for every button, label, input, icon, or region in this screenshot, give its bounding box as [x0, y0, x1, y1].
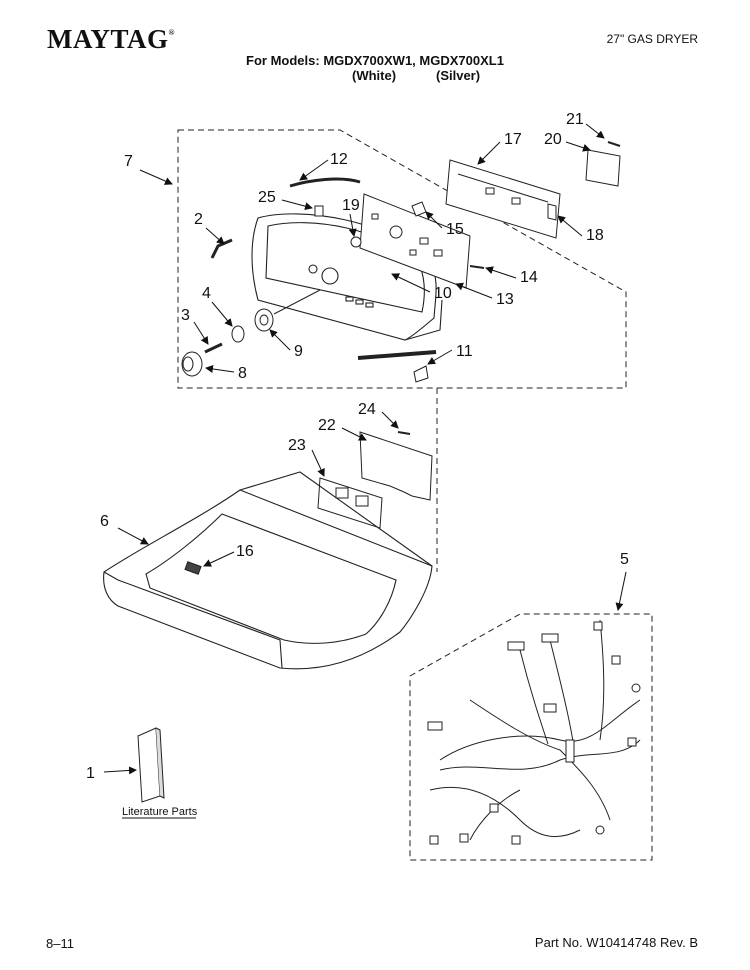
callout-19: 19 — [342, 197, 360, 214]
callout-15: 15 — [446, 221, 464, 238]
callout-25: 25 — [258, 189, 276, 206]
part-25-tab — [314, 205, 324, 217]
callout-21: 21 — [566, 111, 584, 128]
page-number: 8–11 — [46, 936, 74, 951]
part-24-screw — [397, 431, 411, 435]
models-line: For Models: MGDX700XW1, MGDX700XL1 — [246, 53, 504, 68]
callout-1: 1 — [86, 765, 95, 782]
part-11-trim — [357, 350, 437, 360]
callout-13: 13 — [496, 291, 514, 308]
part-18-bracket — [547, 203, 557, 221]
part-21-screw — [607, 141, 621, 147]
part-12-harness — [289, 177, 361, 188]
brand-name: MAYTAG — [47, 24, 169, 54]
callout-8: 8 — [238, 365, 247, 382]
callout-16: 16 — [236, 543, 254, 560]
callout-10: 10 — [434, 285, 452, 302]
callout-2: 2 — [194, 211, 203, 228]
callout-17: 17 — [504, 131, 522, 148]
knob-assembly — [181, 289, 321, 377]
callout-14: 14 — [520, 269, 538, 286]
rear-console — [445, 159, 561, 239]
callout-24: 24 — [358, 401, 376, 418]
part-11-clip — [413, 365, 429, 383]
console-assembly-boundary — [177, 129, 627, 389]
callout-22: 22 — [318, 417, 336, 434]
callout-labels: 1 2 3 4 5 6 7 8 9 10 11 12 13 14 15 16 1… — [86, 111, 629, 782]
brand-logo: MAYTAG® — [47, 24, 175, 55]
callout-6: 6 — [100, 513, 109, 530]
registered-mark: ® — [168, 28, 175, 37]
color-white: (White) — [352, 68, 397, 83]
part-19-disc — [350, 236, 362, 248]
literature-booklet — [137, 727, 165, 803]
callout-7: 7 — [124, 153, 133, 170]
literature-label: Literature Parts — [122, 806, 198, 818]
callout-5: 5 — [620, 551, 629, 568]
wiring-harness — [427, 619, 641, 845]
part-22-bracket — [359, 431, 433, 501]
callout-20: 20 — [544, 131, 562, 148]
top-panel — [103, 471, 433, 670]
part-2-trim — [210, 238, 233, 259]
callout-12: 12 — [330, 151, 348, 168]
callout-4: 4 — [202, 285, 211, 302]
part-number: Part No. W10414748 Rev. B — [534, 935, 698, 950]
callout-23: 23 — [288, 437, 306, 454]
leader-arrows — [103, 123, 627, 775]
part-14-screw — [469, 265, 485, 269]
part-23-module — [317, 477, 383, 529]
part-20-plate — [585, 149, 621, 187]
callout-9: 9 — [294, 343, 303, 360]
color-silver: (Silver) — [436, 68, 481, 83]
product-type: 27" GAS DRYER — [606, 32, 698, 46]
harness-boundary — [409, 613, 653, 861]
callout-18: 18 — [586, 227, 604, 244]
callout-11: 11 — [456, 343, 473, 360]
callout-3: 3 — [181, 307, 190, 324]
